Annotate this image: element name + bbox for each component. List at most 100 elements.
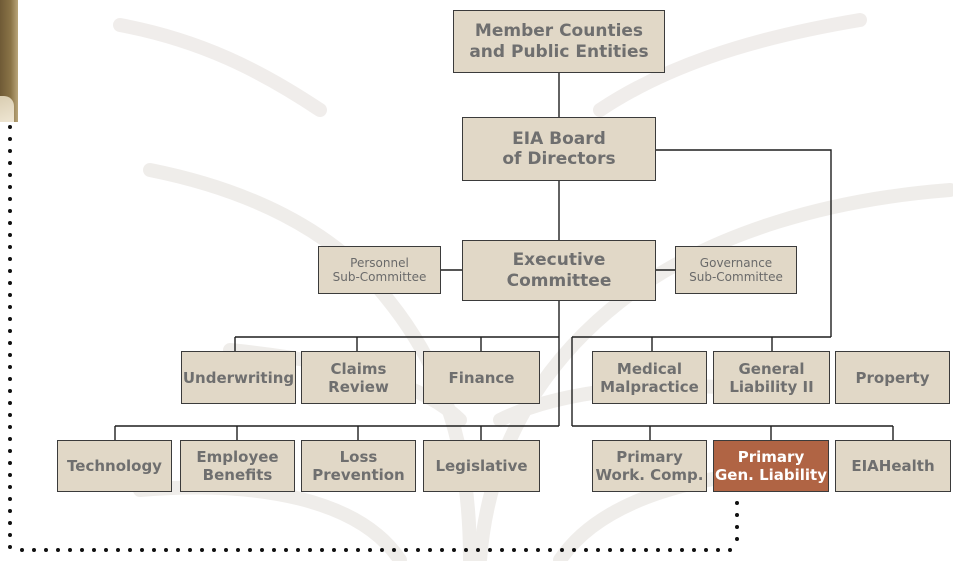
- path-dot: [8, 533, 12, 537]
- path-dot: [368, 548, 372, 552]
- path-dot: [8, 293, 12, 297]
- path-dot: [8, 329, 12, 333]
- path-dot: [272, 548, 276, 552]
- path-dot: [8, 497, 12, 501]
- path-dot: [32, 548, 36, 552]
- path-dot: [8, 389, 12, 393]
- path-dot: [680, 548, 684, 552]
- path-dot: [8, 449, 12, 453]
- path-dot: [140, 548, 144, 552]
- path-dot: [260, 548, 264, 552]
- path-dot: [632, 548, 636, 552]
- path-dot: [608, 548, 612, 552]
- path-dot: [704, 548, 708, 552]
- path-dot: [8, 473, 12, 477]
- node-property: Property: [835, 351, 950, 404]
- path-dot: [572, 548, 576, 552]
- path-dot: [8, 209, 12, 213]
- path-dot: [428, 548, 432, 552]
- node-claims-review: Claims Review: [301, 351, 416, 404]
- path-dot: [8, 149, 12, 153]
- path-dot: [488, 548, 492, 552]
- node-medical-malpractice: Medical Malpractice: [592, 351, 707, 404]
- path-dot: [8, 137, 12, 141]
- path-dot: [8, 317, 12, 321]
- path-dot: [735, 501, 739, 505]
- path-dot: [476, 548, 480, 552]
- path-dot: [248, 548, 252, 552]
- path-dot: [8, 485, 12, 489]
- path-dot: [512, 548, 516, 552]
- path-dot: [8, 341, 12, 345]
- node-employee-benefits: Employee Benefits: [180, 440, 295, 492]
- path-dot: [8, 125, 12, 129]
- dotted-path: [8, 125, 739, 552]
- path-dot: [735, 513, 739, 517]
- node-executive-committee: Executive Committee: [462, 240, 656, 301]
- path-dot: [692, 548, 696, 552]
- path-dot: [8, 365, 12, 369]
- connector-board-right: [655, 149, 832, 337]
- path-dot: [536, 548, 540, 552]
- path-dot: [8, 461, 12, 465]
- path-dot: [416, 548, 420, 552]
- path-dot: [524, 548, 528, 552]
- path-dot: [104, 548, 108, 552]
- path-dot: [44, 548, 48, 552]
- node-finance: Finance: [423, 351, 540, 404]
- path-dot: [8, 257, 12, 261]
- path-dot: [8, 281, 12, 285]
- node-loss-prevention: Loss Prevention: [301, 440, 416, 492]
- path-dot: [8, 437, 12, 441]
- path-dot: [164, 548, 168, 552]
- path-dot: [80, 548, 84, 552]
- node-underwriting: Underwriting: [181, 351, 296, 404]
- path-dot: [332, 548, 336, 552]
- path-dot: [735, 537, 739, 541]
- path-dot: [8, 521, 12, 525]
- node-member-counties: Member Counties and Public Entities: [453, 10, 665, 73]
- path-dot: [56, 548, 60, 552]
- path-dot: [728, 548, 732, 552]
- path-dot: [464, 548, 468, 552]
- path-dot: [176, 548, 180, 552]
- path-dot: [380, 548, 384, 552]
- photo-highlight: [0, 96, 14, 122]
- path-dot: [116, 548, 120, 552]
- path-dot: [8, 377, 12, 381]
- path-dot: [308, 548, 312, 552]
- path-dot: [716, 548, 720, 552]
- path-dot: [8, 353, 12, 357]
- path-dot: [584, 548, 588, 552]
- path-dot: [20, 548, 24, 552]
- node-primary-work-comp: Primary Work. Comp.: [592, 440, 707, 492]
- path-dot: [596, 548, 600, 552]
- path-dot: [224, 548, 228, 552]
- node-eia-board: EIA Board of Directors: [462, 117, 656, 181]
- path-dot: [500, 548, 504, 552]
- path-dot: [8, 401, 12, 405]
- path-dot: [200, 548, 204, 552]
- path-dot: [8, 425, 12, 429]
- node-legislative: Legislative: [423, 440, 540, 492]
- path-dot: [8, 173, 12, 177]
- path-dot: [560, 548, 564, 552]
- path-dot: [8, 509, 12, 513]
- path-dot: [152, 548, 156, 552]
- path-dot: [92, 548, 96, 552]
- node-technology: Technology: [57, 440, 172, 492]
- path-dot: [344, 548, 348, 552]
- path-dot: [644, 548, 648, 552]
- path-dot: [8, 245, 12, 249]
- path-dot: [8, 185, 12, 189]
- path-dot: [656, 548, 660, 552]
- path-dot: [8, 305, 12, 309]
- path-dot: [440, 548, 444, 552]
- path-dot: [392, 548, 396, 552]
- node-governance-subcommittee: Governance Sub-Committee: [675, 246, 797, 294]
- path-dot: [668, 548, 672, 552]
- node-primary-gen-liability: Primary Gen. Liability: [713, 440, 829, 492]
- path-dot: [68, 548, 72, 552]
- path-dot: [188, 548, 192, 552]
- path-dot: [8, 161, 12, 165]
